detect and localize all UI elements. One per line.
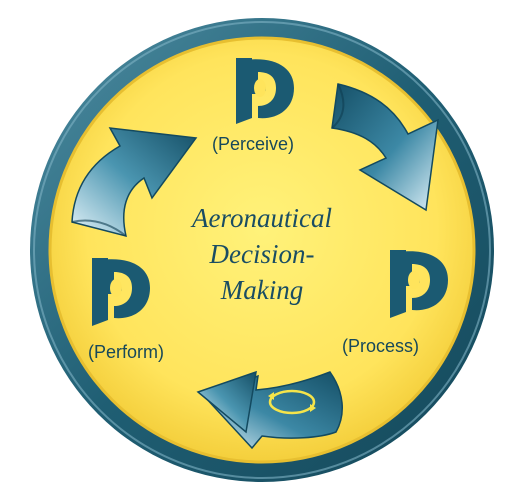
curved-arrow-icon bbox=[196, 370, 343, 450]
curved-arrow-icon bbox=[71, 127, 198, 238]
cycle-arrows-icon bbox=[268, 389, 316, 415]
step-label-perceive: (Perceive) bbox=[212, 134, 295, 154]
title-line-3: Making bbox=[220, 275, 304, 305]
p-glyph-icon bbox=[236, 58, 294, 124]
title-line-1: Aeronautical bbox=[192, 203, 332, 233]
step-label-process: (Process) bbox=[342, 336, 420, 356]
diagram-title: Aeronautical Decision- Making bbox=[142, 200, 382, 308]
curved-arrow-icon bbox=[331, 83, 439, 212]
p-glyph-icon bbox=[390, 250, 448, 318]
p-glyph-icon bbox=[92, 258, 150, 326]
step-label-perform: (Perform) bbox=[88, 342, 164, 362]
title-line-2: Decision- bbox=[209, 239, 315, 269]
